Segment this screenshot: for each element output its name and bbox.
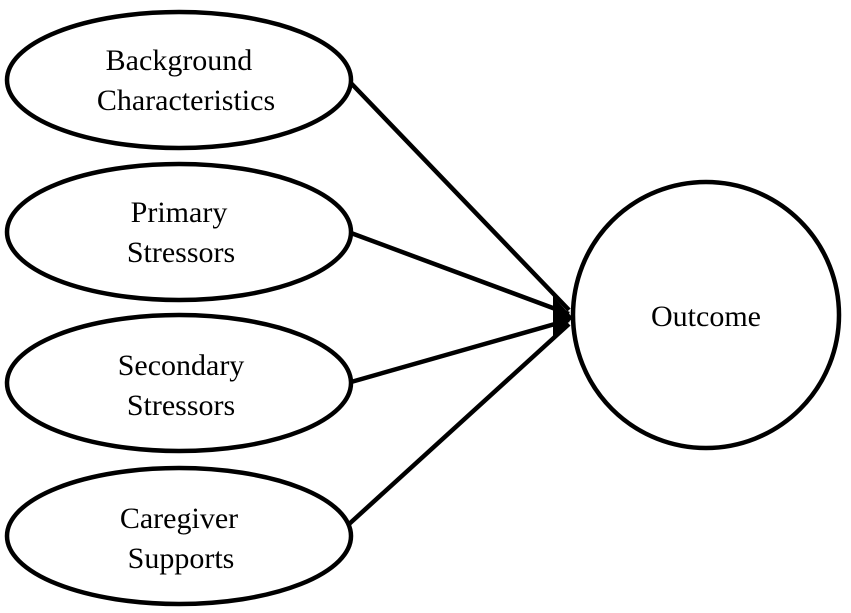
arrowhead-icon [553, 296, 573, 336]
node-background-label-line1: Background [106, 44, 253, 77]
edges [346, 78, 573, 527]
node-background-label-line2: Characteristics [97, 84, 275, 117]
node-background-ellipse [4, 9, 354, 151]
node-primary-label-line1: Primary [131, 196, 228, 229]
node-secondary-ellipse [4, 312, 354, 454]
node-background-characteristics: Background Characteristics [4, 9, 354, 151]
node-secondary-label-line2: Stressors [127, 389, 235, 422]
node-secondary-stressors: Secondary Stressors [4, 312, 354, 454]
node-caregiver-supports: Caregiver Supports [4, 465, 354, 607]
edge-primary-to-outcome [350, 230, 570, 317]
node-primary-label-line2: Stressors [127, 236, 235, 269]
node-outcome-circle [570, 179, 842, 451]
edge-background-to-outcome [346, 78, 571, 312]
node-supports-label-line1: Caregiver [120, 502, 238, 535]
node-supports-ellipse [4, 465, 354, 607]
node-secondary-label-line1: Secondary [118, 349, 245, 382]
node-supports-label-line2: Supports [128, 542, 235, 575]
node-primary-ellipse [4, 161, 354, 303]
edge-supports-to-outcome [346, 322, 571, 527]
node-primary-stressors: Primary Stressors [4, 161, 354, 303]
edge-secondary-to-outcome [350, 317, 570, 385]
node-outcome-label: Outcome [651, 300, 761, 333]
node-outcome: Outcome [570, 179, 842, 451]
